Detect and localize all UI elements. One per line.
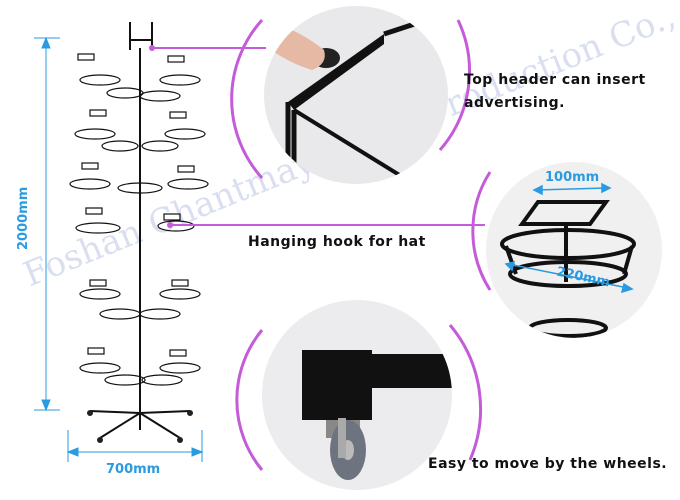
- header-caption-line2: advertising.: [464, 95, 565, 111]
- base-width-label: 700mm: [106, 462, 161, 477]
- header-photo: [264, 6, 448, 184]
- wheel-photo: [262, 300, 452, 490]
- hat-rack-illustration: [69, 22, 209, 443]
- header-caption-line1: Top header can insert: [464, 72, 646, 88]
- ring-detail-photo: [486, 162, 662, 338]
- top-frame-dimension-label: 100mm: [545, 170, 600, 185]
- wheels-caption: Easy to move by the wheels.: [428, 456, 668, 472]
- hook-caption: Hanging hook for hat: [248, 234, 426, 250]
